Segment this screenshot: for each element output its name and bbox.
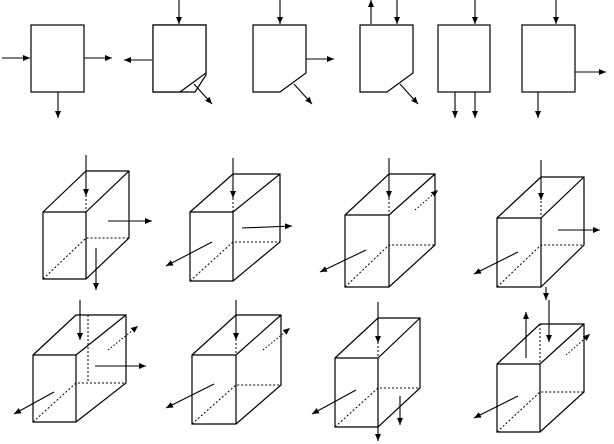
flat-block-3 (253, 0, 334, 104)
prism-block-4 (474, 160, 600, 300)
prism-block-6 (166, 300, 290, 424)
flat-block-1 (2, 25, 112, 118)
block-outline (360, 25, 413, 92)
flat-block-5 (438, 0, 490, 118)
prism-block-5 (14, 300, 146, 422)
arrow-icon (194, 84, 212, 104)
arrow-icon (294, 84, 312, 104)
prism-block-7 (312, 302, 420, 441)
prism-block-1 (43, 155, 152, 290)
prism-block-2 (166, 158, 292, 281)
flat-block-2 (124, 0, 212, 104)
block-outline (253, 25, 306, 92)
block-outline (31, 25, 84, 92)
block-outline (522, 25, 575, 92)
arrow-icon (400, 84, 418, 104)
prism-block-8 (474, 300, 590, 432)
flat-block-6 (522, 0, 606, 118)
block-outline (345, 174, 435, 287)
flat-block-4 (360, 0, 418, 104)
prism-block-3 (320, 158, 438, 287)
block-outline (438, 25, 490, 92)
